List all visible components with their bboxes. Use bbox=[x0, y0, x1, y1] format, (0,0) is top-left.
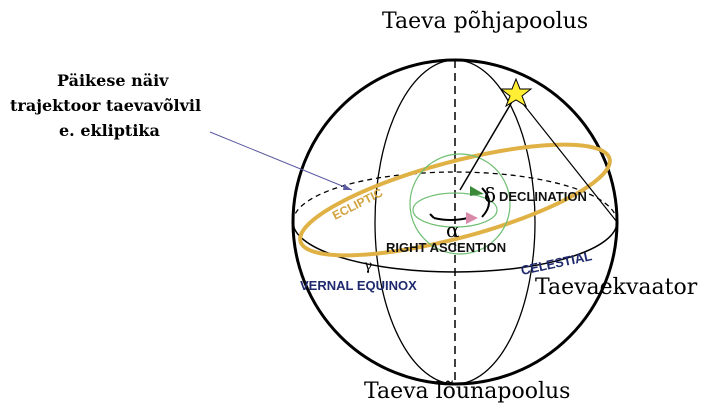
right-ascension-text: RIGHT ASCENTION bbox=[386, 240, 506, 255]
alpha-symbol: α bbox=[446, 218, 460, 242]
right-ascension-arc bbox=[433, 217, 469, 221]
star-line-right bbox=[515, 94, 618, 223]
ecliptic-note-line3: e. ekliptika bbox=[59, 121, 160, 140]
vernal-equinox-text: VERNAL EQUINOX bbox=[300, 278, 417, 293]
celestial-equator-label: Taevaekvaator bbox=[535, 275, 698, 300]
green-circle-inner bbox=[412, 192, 498, 228]
green-circle-outer bbox=[409, 153, 511, 255]
ecliptic-note-line2: trajektoor taevavõlvil bbox=[10, 96, 201, 115]
ecliptic-note-line1: Päikese näiv bbox=[57, 71, 169, 90]
ecliptic-ring bbox=[298, 142, 612, 258]
ecliptic-pointer-arrowhead bbox=[343, 184, 352, 190]
delta-symbol: δ bbox=[484, 183, 496, 207]
north-pole-label: Taeva põhjapoolus bbox=[382, 9, 588, 34]
ecliptic-pointer-line bbox=[209, 131, 353, 191]
declination-arc bbox=[481, 187, 490, 218]
celestial-partial-text: CELESTIAL bbox=[520, 248, 594, 278]
right-ascension-tick bbox=[429, 213, 435, 219]
declination-marker bbox=[470, 186, 484, 196]
gamma-symbol: γ bbox=[364, 258, 372, 274]
star-icon bbox=[499, 77, 533, 108]
ra-marker bbox=[466, 212, 478, 224]
south-pole-label: Taeva lõunapoolus bbox=[364, 379, 570, 404]
declination-text: DECLINATION bbox=[499, 189, 587, 204]
star-line bbox=[459, 94, 517, 191]
